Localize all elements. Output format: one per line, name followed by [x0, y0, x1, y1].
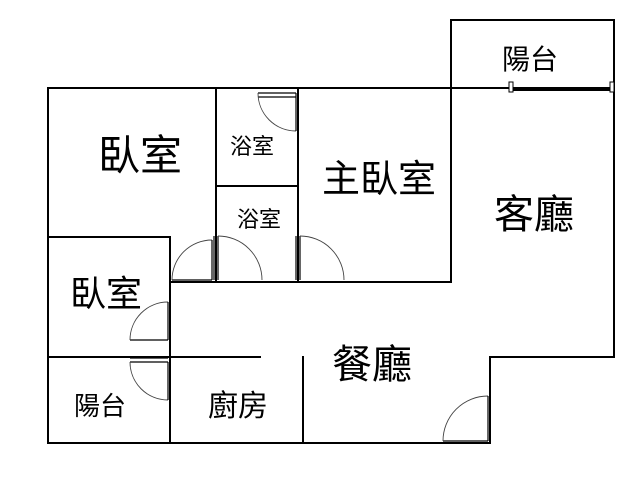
door-bedroom-b: [129, 301, 169, 341]
label-kitchen: 廚房: [208, 389, 268, 424]
label-bedroom-b: 臥室: [70, 274, 142, 315]
doors: [129, 81, 615, 442]
label-master-bedroom: 主臥室: [322, 157, 436, 201]
label-bath-2: 浴室: [237, 208, 281, 233]
label-living-room: 客廳: [494, 192, 574, 238]
interior-walls: [47, 87, 452, 444]
label-bath-1: 浴室: [230, 135, 274, 160]
door-bath-1: [257, 92, 297, 132]
door-master-bedroom: [295, 235, 345, 281]
room-labels: 臥室 浴室 浴室 主臥室 客廳 臥室 陽台 廚房 餐廳 陽台: [70, 43, 574, 424]
door-balcony-sliding: [451, 81, 615, 93]
label-bedroom-a: 臥室: [98, 131, 182, 180]
label-balcony-left: 陽台: [74, 392, 126, 422]
door-bedroom-a: [171, 239, 213, 281]
label-balcony-top: 陽台: [502, 43, 558, 76]
door-bath-2: [213, 235, 263, 281]
label-dining-room: 餐廳: [332, 342, 412, 388]
door-balcony-left: [129, 357, 169, 401]
door-entrance: [442, 395, 489, 442]
